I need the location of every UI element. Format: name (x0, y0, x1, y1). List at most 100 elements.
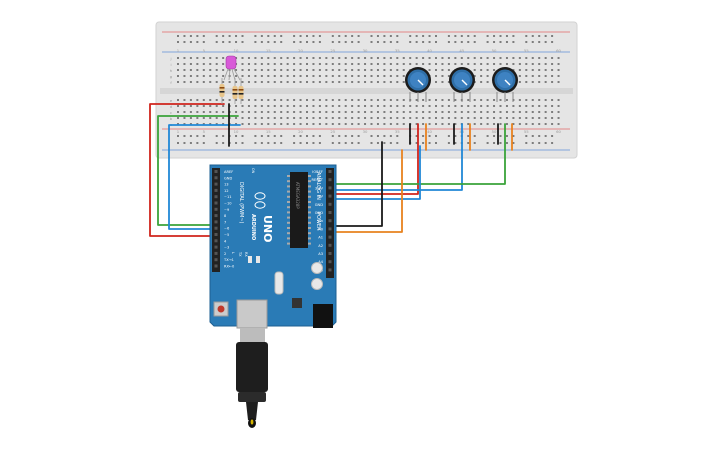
breadboard-hole (473, 63, 476, 65)
resistor-1[interactable] (219, 78, 225, 104)
breadboard-hole (351, 111, 354, 113)
wire-blue-a0[interactable] (335, 145, 421, 200)
digital-pin-socket[interactable] (214, 251, 218, 255)
breadboard-hole (280, 142, 283, 144)
usb-cable[interactable] (236, 328, 268, 428)
chip-pin (287, 221, 290, 224)
analog-power-pin-socket[interactable] (328, 219, 332, 223)
breadboard-hole (493, 135, 496, 137)
breadboard-hole (318, 117, 321, 119)
digital-pin-socket[interactable] (214, 182, 218, 186)
wire-green-led[interactable] (157, 115, 239, 226)
wire-orange-vin[interactable] (335, 149, 403, 233)
breadboard-hole (370, 63, 373, 65)
breadboard-hole (486, 63, 489, 65)
analog-power-pin-socket[interactable] (328, 194, 332, 198)
breadboard-hole (196, 41, 199, 43)
resistor-2[interactable] (232, 78, 238, 104)
analog-power-pin-socket[interactable] (328, 252, 332, 255)
breadboard-hole (215, 99, 218, 101)
led-leg-4 (233, 68, 241, 81)
breadboard-hole (273, 57, 276, 59)
breadboard-hole (512, 123, 515, 125)
breadboard-hole (370, 105, 373, 107)
analog-power-pin-socket[interactable] (328, 260, 332, 264)
breadboard-hole (189, 35, 192, 37)
breadboard-hole (267, 63, 270, 65)
breadboard-hole (209, 123, 212, 125)
breadboard-hole (480, 99, 483, 101)
analog-power-pin-socket[interactable] (328, 235, 332, 239)
crystal (274, 271, 284, 295)
breadboard-hole (235, 99, 238, 101)
wire-blue-led[interactable] (168, 124, 241, 230)
wire-green-a2[interactable] (335, 123, 506, 185)
rgb-led[interactable] (225, 55, 237, 70)
breadboard-hole (280, 63, 283, 65)
breadboard-hole (364, 57, 367, 59)
breadboard-hole (551, 57, 554, 59)
breadboard-hole (293, 105, 296, 107)
usb-port[interactable] (236, 299, 268, 329)
analog-power-pin-socket[interactable] (328, 202, 332, 206)
digital-pin-socket[interactable] (214, 176, 218, 180)
breadboard-hole (435, 135, 437, 137)
breadboard-hole (267, 111, 270, 113)
breadboard-hole (312, 63, 315, 65)
chip-pin (308, 237, 311, 240)
breadboard-hole (267, 35, 270, 37)
digital-pin-socket[interactable] (214, 258, 218, 262)
digital-pin-socket[interactable] (214, 207, 218, 211)
digital-pin-socket[interactable] (214, 245, 218, 249)
breadboard-hole (544, 57, 547, 59)
breadboard-hole (538, 75, 541, 77)
pot-blue[interactable] (491, 66, 519, 102)
breadboard-hole (486, 69, 489, 71)
digital-pin-socket[interactable] (214, 220, 218, 224)
analog-power-pin-socket[interactable] (328, 268, 332, 272)
digital-pin-socket[interactable] (214, 170, 218, 173)
breadboard-hole (460, 63, 463, 65)
breadboard-hole (415, 135, 418, 137)
analog-power-pin-socket[interactable] (328, 227, 332, 231)
digital-pin-socket[interactable] (214, 201, 218, 205)
breadboard-hole (538, 105, 541, 107)
analog-power-pin-socket[interactable] (328, 243, 332, 247)
pot-green[interactable] (448, 66, 476, 102)
wire-red-5v[interactable] (335, 123, 419, 195)
row-letter: f (170, 80, 172, 85)
breadboard-hole (325, 117, 328, 119)
analog-power-pin-socket[interactable] (328, 170, 332, 173)
breadboard-hole (447, 99, 450, 101)
digital-pin-socket[interactable] (214, 264, 218, 268)
digital-pin-socket[interactable] (214, 226, 218, 230)
analog-power-pin-socket[interactable] (328, 178, 332, 182)
breadboard-hole (260, 81, 263, 83)
wire-black-gnd[interactable] (335, 141, 383, 227)
wire-blue-a1[interactable] (335, 123, 463, 191)
digital-pin-socket[interactable] (214, 188, 218, 192)
breadboard-hole (486, 35, 489, 37)
digital-pin-label: 4 (224, 239, 227, 243)
row-letter: h (170, 68, 173, 73)
breadboard-hole (376, 75, 379, 77)
analog-power-pin-socket[interactable] (328, 211, 332, 214)
digital-pin-socket[interactable] (214, 233, 218, 236)
digital-pin-socket[interactable] (214, 195, 218, 199)
pot-red[interactable] (404, 66, 432, 102)
breadboard-hole (383, 69, 386, 71)
power-header-title: POWER (315, 212, 321, 231)
breadboard-hole (260, 117, 263, 119)
digital-pin-socket[interactable] (214, 239, 218, 243)
breadboard-hole (376, 142, 379, 144)
analog-power-pin-socket[interactable] (328, 186, 332, 190)
wire-red-led[interactable] (149, 103, 225, 237)
breadboard-hole (318, 57, 321, 59)
breadboard-hole (447, 63, 450, 65)
digital-pin-socket[interactable] (214, 214, 218, 218)
resistor-3[interactable] (238, 78, 244, 104)
breadboard-hole (544, 75, 547, 77)
rx-led (256, 256, 260, 263)
breadboard-hole (518, 63, 521, 65)
